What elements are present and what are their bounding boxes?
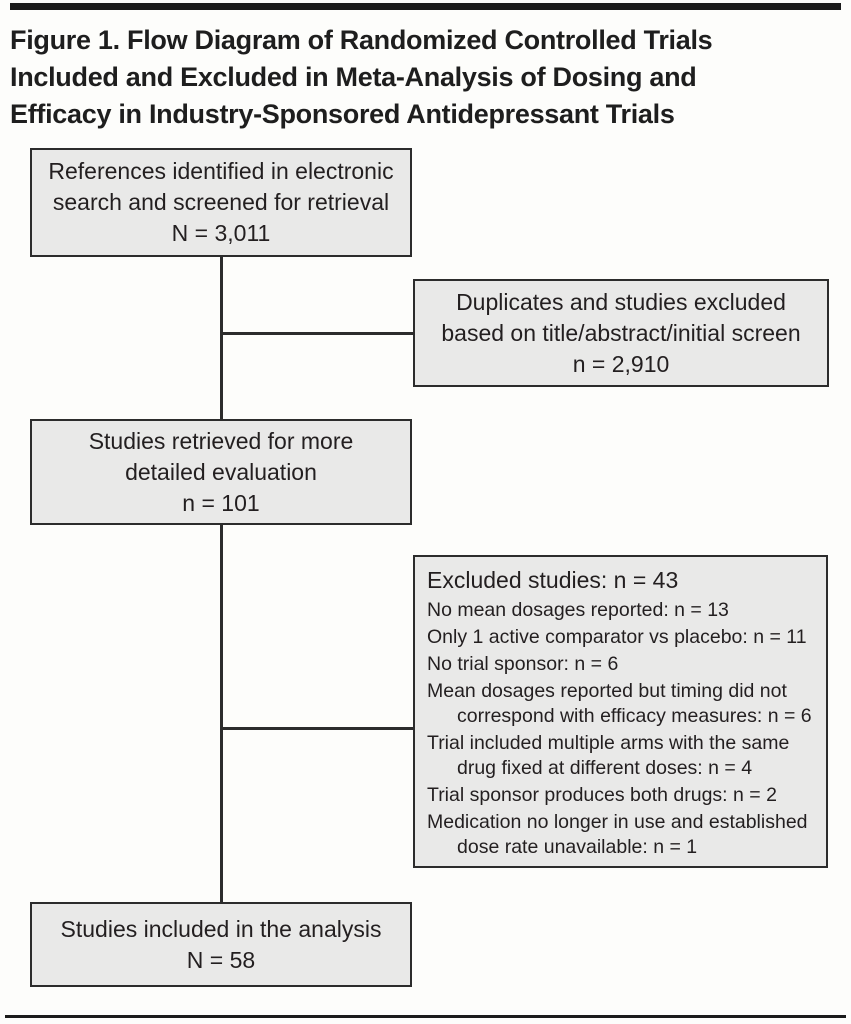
excluded-reason: Trial sponsor produces both drugs: n = 2: [427, 784, 777, 806]
connector-branch-excluded: [221, 727, 413, 730]
figure-title-line: Efficacy in Industry-Sponsored Antidepre…: [10, 99, 675, 129]
excluded-reason: Only 1 active comparator vs placebo: n =…: [427, 626, 807, 648]
excluded-reason: No trial sponsor: n = 6: [427, 653, 619, 675]
box-excluded-studies: Excluded studies: n = 43 No mean dosages…: [413, 555, 828, 868]
top-rule: [10, 3, 841, 10]
box-count: n = 2,910: [572, 350, 670, 377]
box-text-line: Duplicates and studies excluded: [456, 288, 786, 315]
box-references-identified: References identified in electronic sear…: [30, 148, 412, 257]
figure-title-line: Included and Excluded in Meta-Analysis o…: [10, 62, 697, 92]
excluded-reason: Medication no longer in use and establis…: [427, 811, 808, 858]
box-count: n = 101: [182, 489, 260, 516]
excluded-reason: Mean dosages reported but timing did not…: [427, 680, 812, 727]
bottom-rule: [5, 1015, 846, 1018]
box-text-line: search and screened for retrieval: [52, 189, 390, 215]
figure-title: Figure 1. Flow Diagram of Randomized Con…: [10, 22, 713, 133]
connector-retrieved-to-included: [220, 525, 223, 902]
excluded-reason: No mean dosages reported: n = 13: [427, 599, 729, 621]
box-text-line: detailed evaluation: [125, 458, 317, 485]
box-count: N = 3,011: [171, 220, 271, 246]
box-duplicates-excluded: Duplicates and studies excluded based on…: [413, 279, 829, 387]
connector-branch-duplicates: [221, 332, 413, 335]
box-text-line: Studies retrieved for more: [88, 427, 354, 454]
figure-title-line: Figure 1. Flow Diagram of Randomized Con…: [10, 25, 713, 55]
box-text-line: References identified in electronic: [48, 158, 394, 184]
box-studies-included: Studies included in the analysis N = 58: [30, 902, 412, 987]
excluded-reason: Trial included multiple arms with the sa…: [427, 732, 790, 779]
excluded-studies-header: Excluded studies: n = 43: [427, 567, 679, 593]
box-text-line: based on title/abstract/initial screen: [441, 319, 801, 346]
box-studies-retrieved: Studies retrieved for more detailed eval…: [30, 419, 412, 525]
box-count: N = 58: [186, 946, 256, 973]
box-text-line: Studies included in the analysis: [60, 915, 382, 942]
connector-identified-to-retrieved: [220, 257, 223, 419]
